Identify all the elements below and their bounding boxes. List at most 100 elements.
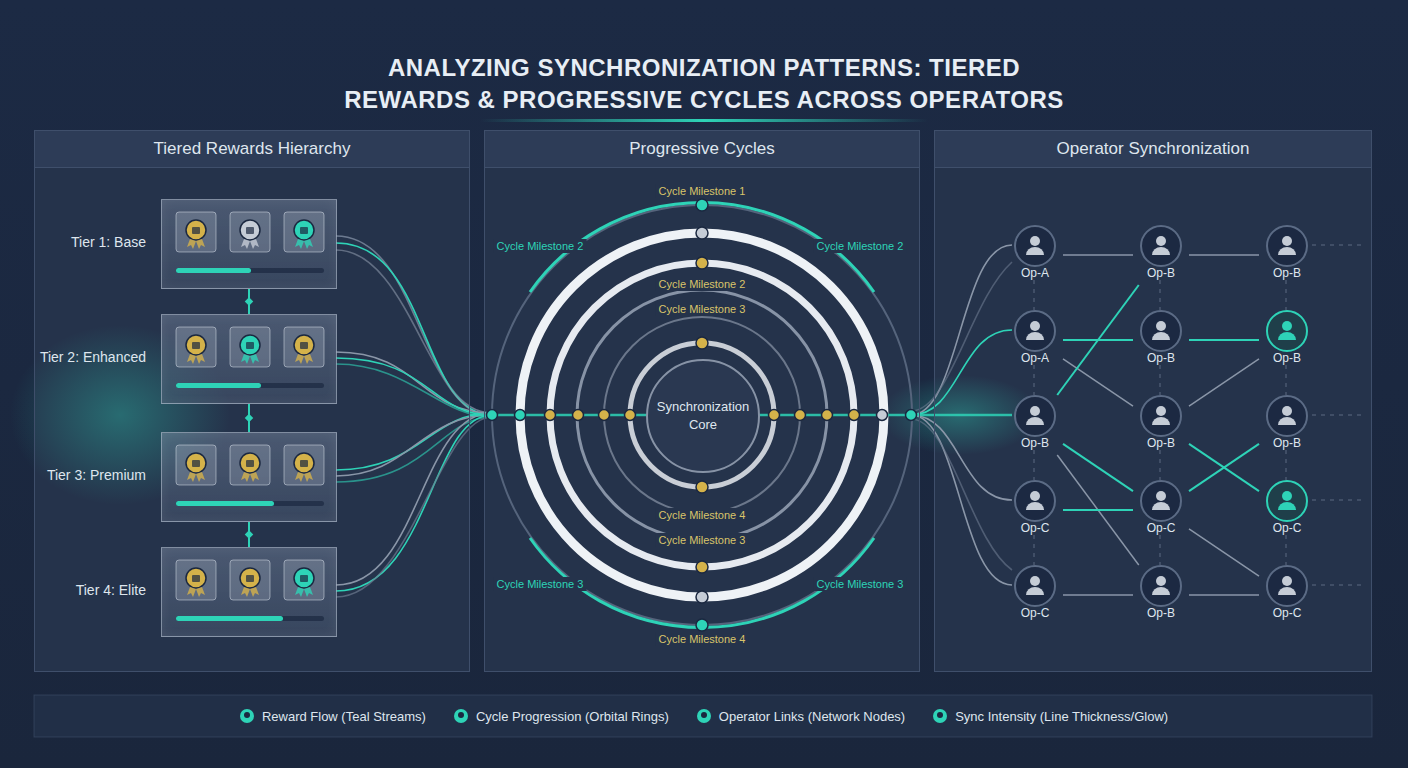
connector-line [1063, 509, 1133, 511]
op-node: Op-B [1133, 395, 1189, 455]
connector-line [1189, 444, 1259, 491]
tier-label: Tier 1: Base [71, 234, 146, 250]
connector-diamond [245, 297, 253, 305]
tier-node: Tier 1: Base [161, 199, 337, 289]
milestone-label: Cycle Milestone 2 [656, 277, 749, 291]
milestone-label: Cycle Milestone 2 [814, 239, 907, 253]
tier-label: Tier 2: Enhanced [40, 349, 146, 365]
tier-icons [162, 433, 338, 523]
operator-label: Op-C [1259, 521, 1315, 536]
operator-circle [1014, 480, 1056, 522]
operator-label: Op-C [1007, 521, 1063, 536]
op-node: Op-B [1007, 395, 1063, 455]
operator-circle [1266, 480, 1308, 522]
operator-circle [1266, 395, 1308, 437]
legend-item: Cycle Progression (Orbital Rings) [452, 707, 669, 725]
milestone-label: Cycle Milestone 1 [656, 184, 749, 198]
legend-icon [238, 707, 256, 725]
legend-item: Reward Flow (Teal Streams) [238, 707, 426, 725]
operator-circle [1140, 395, 1182, 437]
operator-label: Op-A [1007, 351, 1063, 366]
tier-node: Tier 2: Enhanced [161, 314, 337, 404]
operator-circle [1014, 395, 1056, 437]
connector-line [1189, 529, 1259, 576]
connector-line [1057, 455, 1139, 565]
legend-item: Sync Intensity (Line Thickness/Glow) [931, 707, 1168, 725]
operator-circle [1266, 225, 1308, 267]
operator-circle [1014, 225, 1056, 267]
operator-label: Op-B [1007, 436, 1063, 451]
operator-circle [1140, 225, 1182, 267]
tier-icons [162, 315, 338, 405]
legend-item: Operator Links (Network Nodes) [695, 707, 905, 725]
operator-circle [1140, 480, 1182, 522]
connector-diamond [245, 530, 253, 538]
connector-line [1057, 285, 1139, 395]
operator-label: Op-A [1007, 266, 1063, 281]
op-node: Op-B [1259, 395, 1315, 455]
operator-circle [1140, 310, 1182, 352]
panel-node: Tiered Rewards HierarchyTier 1: BaseTier… [34, 130, 470, 672]
op-node: Op-B [1133, 225, 1189, 285]
connector-line [1189, 339, 1259, 341]
operator-circle [1014, 565, 1056, 607]
connector-line [1063, 254, 1133, 256]
op-node: Op-A [1007, 225, 1063, 285]
tier-node: Tier 4: Elite [161, 547, 337, 637]
core-label: Synchronization Core [653, 398, 753, 434]
legend-icon [695, 707, 713, 725]
connector-line [1189, 254, 1259, 256]
panel-header: Operator Synchronization [935, 131, 1371, 168]
legend-icon [931, 707, 949, 725]
connector-line [1189, 359, 1259, 406]
legend-text: Operator Links (Network Nodes) [719, 709, 905, 724]
core-node: Synchronization Core [646, 359, 760, 473]
op-node: Op-B [1259, 225, 1315, 285]
operator-label: Op-B [1259, 266, 1315, 281]
op-node: Op-C [1259, 565, 1315, 625]
legend-text: Sync Intensity (Line Thickness/Glow) [955, 709, 1168, 724]
legend-text: Cycle Progression (Orbital Rings) [476, 709, 669, 724]
op-node: Op-B [1133, 310, 1189, 370]
tier-node: Tier 3: Premium [161, 432, 337, 522]
panel-header: Tiered Rewards Hierarchy [35, 131, 469, 168]
connector-line [1189, 594, 1259, 596]
milestone-label: Cycle Milestone 4 [656, 632, 749, 646]
op-node: Op-B [1133, 565, 1189, 625]
connector-line [1063, 444, 1133, 491]
milestone-label: Cycle Milestone 2 [494, 239, 587, 253]
operator-circle [1014, 310, 1056, 352]
op-node: Op-C [1259, 480, 1315, 540]
tier-icons [162, 548, 338, 638]
panel-node: Operator SynchronizationOp-A Op-B Op-B Op-A… [934, 130, 1372, 672]
op-node: Op-B [1259, 310, 1315, 370]
connector-diamond [245, 414, 253, 422]
operator-label: Op-B [1133, 606, 1189, 621]
milestone-label: Cycle Milestone 3 [814, 577, 907, 591]
diagram-title: ANALYZING SYNCHRONIZATION PATTERNS: TIER… [154, 52, 1254, 116]
operator-circle [1266, 565, 1308, 607]
operator-label: Op-C [1259, 606, 1315, 621]
operator-label: Op-C [1007, 606, 1063, 621]
operator-label: Op-B [1133, 436, 1189, 451]
operator-circle [1140, 565, 1182, 607]
operator-label: Op-B [1259, 436, 1315, 451]
operator-label: Op-B [1259, 351, 1315, 366]
tier-label: Tier 4: Elite [76, 582, 146, 598]
connector-line [1063, 359, 1133, 406]
milestone-label: Cycle Milestone 3 [656, 302, 749, 316]
operator-label: Op-C [1133, 521, 1189, 536]
op-node: Op-A [1007, 310, 1063, 370]
legend-icon [452, 707, 470, 725]
operator-label: Op-B [1133, 266, 1189, 281]
tier-label: Tier 3: Premium [47, 467, 146, 483]
tier-icons [162, 200, 338, 290]
milestone-label: Cycle Milestone 4 [656, 508, 749, 522]
connector-line [1063, 594, 1133, 596]
connector-line [1189, 444, 1259, 491]
milestone-label: Cycle Milestone 3 [494, 577, 587, 591]
milestone-label: Cycle Milestone 3 [656, 533, 749, 547]
op-node: Op-C [1007, 565, 1063, 625]
operator-label: Op-B [1133, 351, 1189, 366]
